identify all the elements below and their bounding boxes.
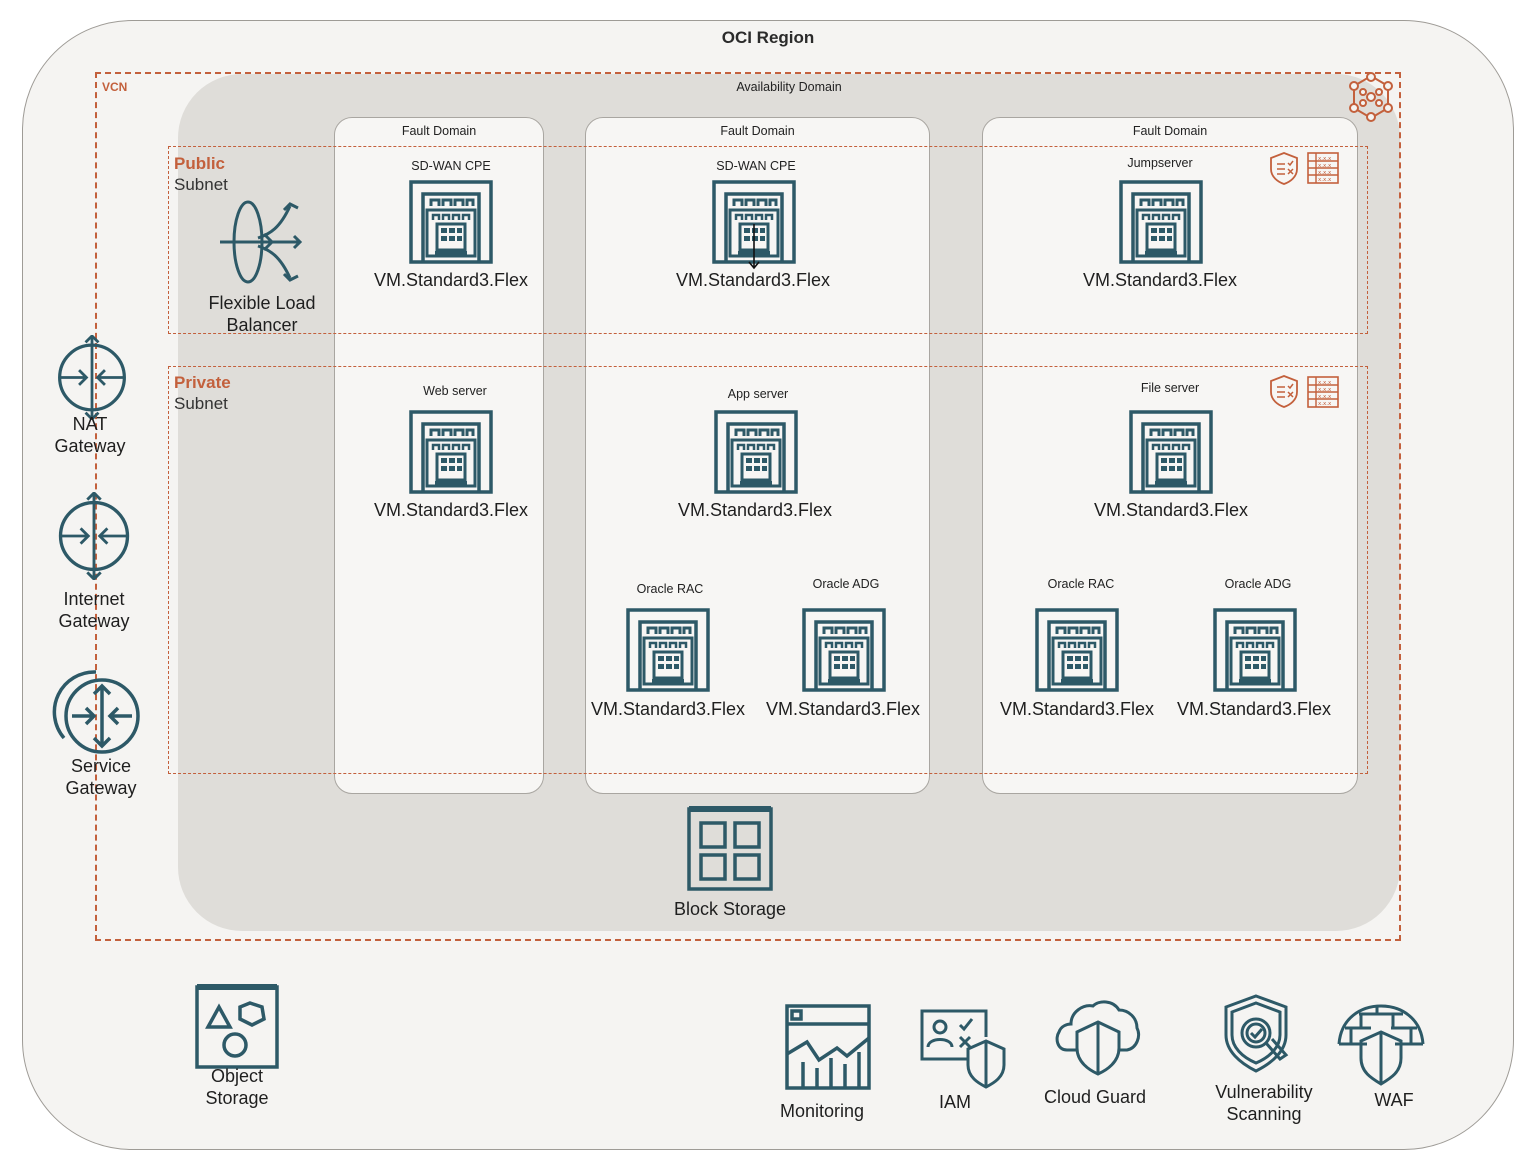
- load-balancer-label-1: Flexible Load: [208, 293, 316, 313]
- internet-gateway-icon: [57, 492, 131, 580]
- vcn-icon: [1349, 72, 1393, 122]
- internet-gateway-label-2: Gateway: [58, 611, 130, 631]
- vm-shape-label: VM.Standard3.Flex: [675, 270, 831, 290]
- monitoring-icon: [785, 1004, 871, 1090]
- cloud-guard-icon: [1055, 1000, 1141, 1076]
- security-list-icon: [1307, 376, 1339, 408]
- load-balancer-label-2: Balancer: [226, 315, 298, 335]
- vm-icon[interactable]: [1119, 180, 1203, 264]
- vcn-boundary: [95, 72, 1401, 941]
- vm-caption: Web server: [423, 384, 487, 398]
- vcn-label: VCN: [102, 80, 128, 94]
- vulnerability-scanning-label-2: Scanning: [1226, 1104, 1302, 1124]
- vm-icon[interactable]: [714, 410, 798, 494]
- monitoring-label: Monitoring: [779, 1101, 865, 1121]
- vm-icon[interactable]: [1129, 410, 1213, 494]
- vm-shape-label: VM.Standard3.Flex: [999, 699, 1155, 719]
- vm-caption: File server: [1140, 381, 1200, 395]
- nat-gateway-label-2: Gateway: [54, 436, 126, 456]
- internet-gateway-label-1: Internet: [63, 589, 125, 609]
- waf-icon: [1337, 1004, 1425, 1086]
- block-storage-icon: [687, 806, 773, 891]
- vm-icon[interactable]: [1035, 608, 1119, 692]
- nat-gateway-icon: [57, 335, 127, 420]
- service-gateway-icon: [52, 670, 140, 754]
- vm-caption: App server: [727, 387, 789, 401]
- vm-caption: Oracle RAC: [636, 582, 704, 596]
- vm-shape-label: VM.Standard3.Flex: [677, 500, 833, 520]
- service-gateway-label-2: Gateway: [65, 778, 137, 798]
- vm-shape-label: VM.Standard3.Flex: [1093, 500, 1249, 520]
- fault-domain-1-title: Fault Domain: [401, 124, 477, 138]
- security-policy-icon: [1270, 152, 1298, 185]
- public-subnet-label: Public: [174, 154, 226, 173]
- vm-shape-label: VM.Standard3.Flex: [1176, 699, 1332, 719]
- availability-domain-title: Availability Domain: [736, 80, 842, 94]
- vulnerability-scanning-icon: [1224, 994, 1289, 1073]
- iam-icon: [920, 1009, 1006, 1089]
- vm-icon[interactable]: [626, 608, 710, 692]
- vm-icon[interactable]: [712, 180, 796, 270]
- vm-caption: SD-WAN CPE: [411, 159, 491, 173]
- security-policy-icon: [1270, 375, 1298, 408]
- region-title: OCI Region: [721, 28, 815, 47]
- iam-label: IAM: [938, 1092, 971, 1112]
- vm-icon[interactable]: [1213, 608, 1297, 692]
- load-balancer-icon: [220, 200, 303, 284]
- vm-shape-label: VM.Standard3.Flex: [765, 699, 921, 719]
- vm-caption: SD-WAN CPE: [716, 159, 796, 173]
- vm-shape-label: VM.Standard3.Flex: [373, 270, 529, 290]
- private-subnet-label: Private: [174, 373, 231, 392]
- object-storage-label-1: Object: [210, 1066, 264, 1086]
- vm-shape-label: VM.Standard3.Flex: [373, 500, 529, 520]
- vm-shape-label: VM.Standard3.Flex: [1082, 270, 1238, 290]
- cloud-guard-label: Cloud Guard: [1043, 1087, 1147, 1107]
- service-gateway-label-1: Service: [70, 756, 132, 776]
- object-storage-icon: [195, 984, 279, 1069]
- public-subnet-sublabel: Subnet: [174, 175, 228, 194]
- block-storage-label: Block Storage: [673, 899, 787, 919]
- object-storage-label-2: Storage: [205, 1088, 269, 1108]
- private-subnet: [168, 366, 1368, 774]
- vm-caption: Oracle RAC: [1047, 577, 1115, 591]
- waf-label: WAF: [1374, 1090, 1414, 1110]
- vm-caption: Jumpserver: [1127, 156, 1193, 170]
- fault-domain-3-title: Fault Domain: [1132, 124, 1208, 138]
- security-list-icon: [1307, 152, 1339, 184]
- vm-icon[interactable]: [802, 608, 886, 692]
- vm-caption: Oracle ADG: [812, 577, 880, 591]
- vm-icon[interactable]: [409, 410, 493, 494]
- vm-shape-label: VM.Standard3.Flex: [590, 699, 746, 719]
- fault-domain-2-title: Fault Domain: [720, 124, 795, 138]
- private-subnet-sublabel: Subnet: [174, 394, 228, 413]
- vulnerability-scanning-label-1: Vulnerability: [1215, 1082, 1313, 1102]
- nat-gateway-label-1: NAT: [72, 414, 108, 434]
- vm-caption: Oracle ADG: [1224, 577, 1292, 591]
- vm-icon[interactable]: [409, 180, 493, 264]
- public-subnet: [168, 146, 1368, 334]
